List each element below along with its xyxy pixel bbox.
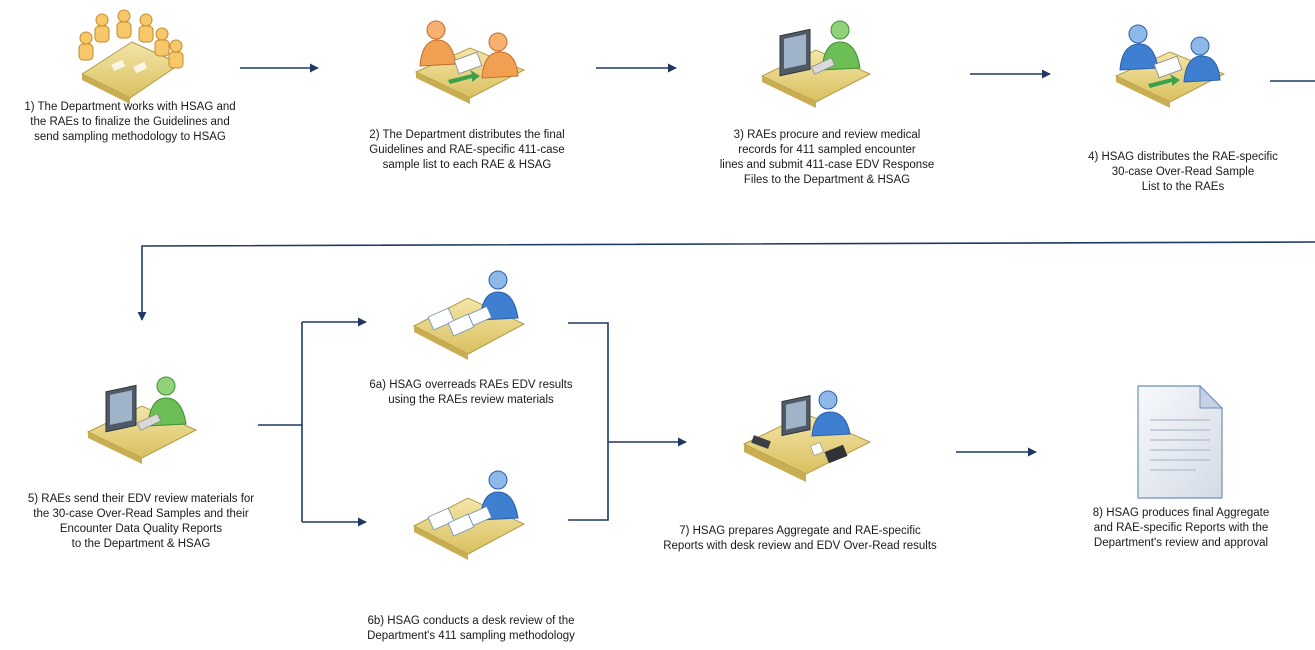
step-4-caption: 4) HSAG distributes the RAE-specific 30-… <box>1088 151 1278 193</box>
document-review-icon <box>412 270 526 360</box>
step-1-caption: 1) The Department works with HSAG and th… <box>24 101 236 143</box>
handoff-desk-blue-icon <box>1114 24 1226 108</box>
step-7-caption: 7) HSAG prepares Aggregate and RAE-speci… <box>663 525 937 552</box>
computer-workstation-icon <box>86 376 198 464</box>
handoff-desk-icon <box>414 20 526 104</box>
connectors <box>137 63 1315 527</box>
office-desk-icon <box>742 390 872 482</box>
computer-workstation-icon <box>760 20 872 108</box>
step-2-caption: 2) The Department distributes the final … <box>369 129 565 171</box>
step-5-caption: 5) RAEs send their EDV review materials … <box>27 493 255 550</box>
step-6a-caption: 6a) HSAG overreads RAEs EDV results usin… <box>369 379 573 406</box>
step-6b-caption: 6b) HSAG conducts a desk review of the D… <box>367 615 575 642</box>
arrow-row-wrap-to-5 <box>137 241 1315 321</box>
step-3-caption: 3) RAEs procure and review medical recor… <box>719 129 935 186</box>
arrow-6a-to-merge <box>568 322 609 521</box>
meeting-table-icon <box>78 9 184 104</box>
step-8-caption: 8) HSAG produces final Aggregate and RAE… <box>1092 507 1270 549</box>
report-document-icon <box>1137 384 1224 499</box>
document-review-icon <box>412 470 526 560</box>
